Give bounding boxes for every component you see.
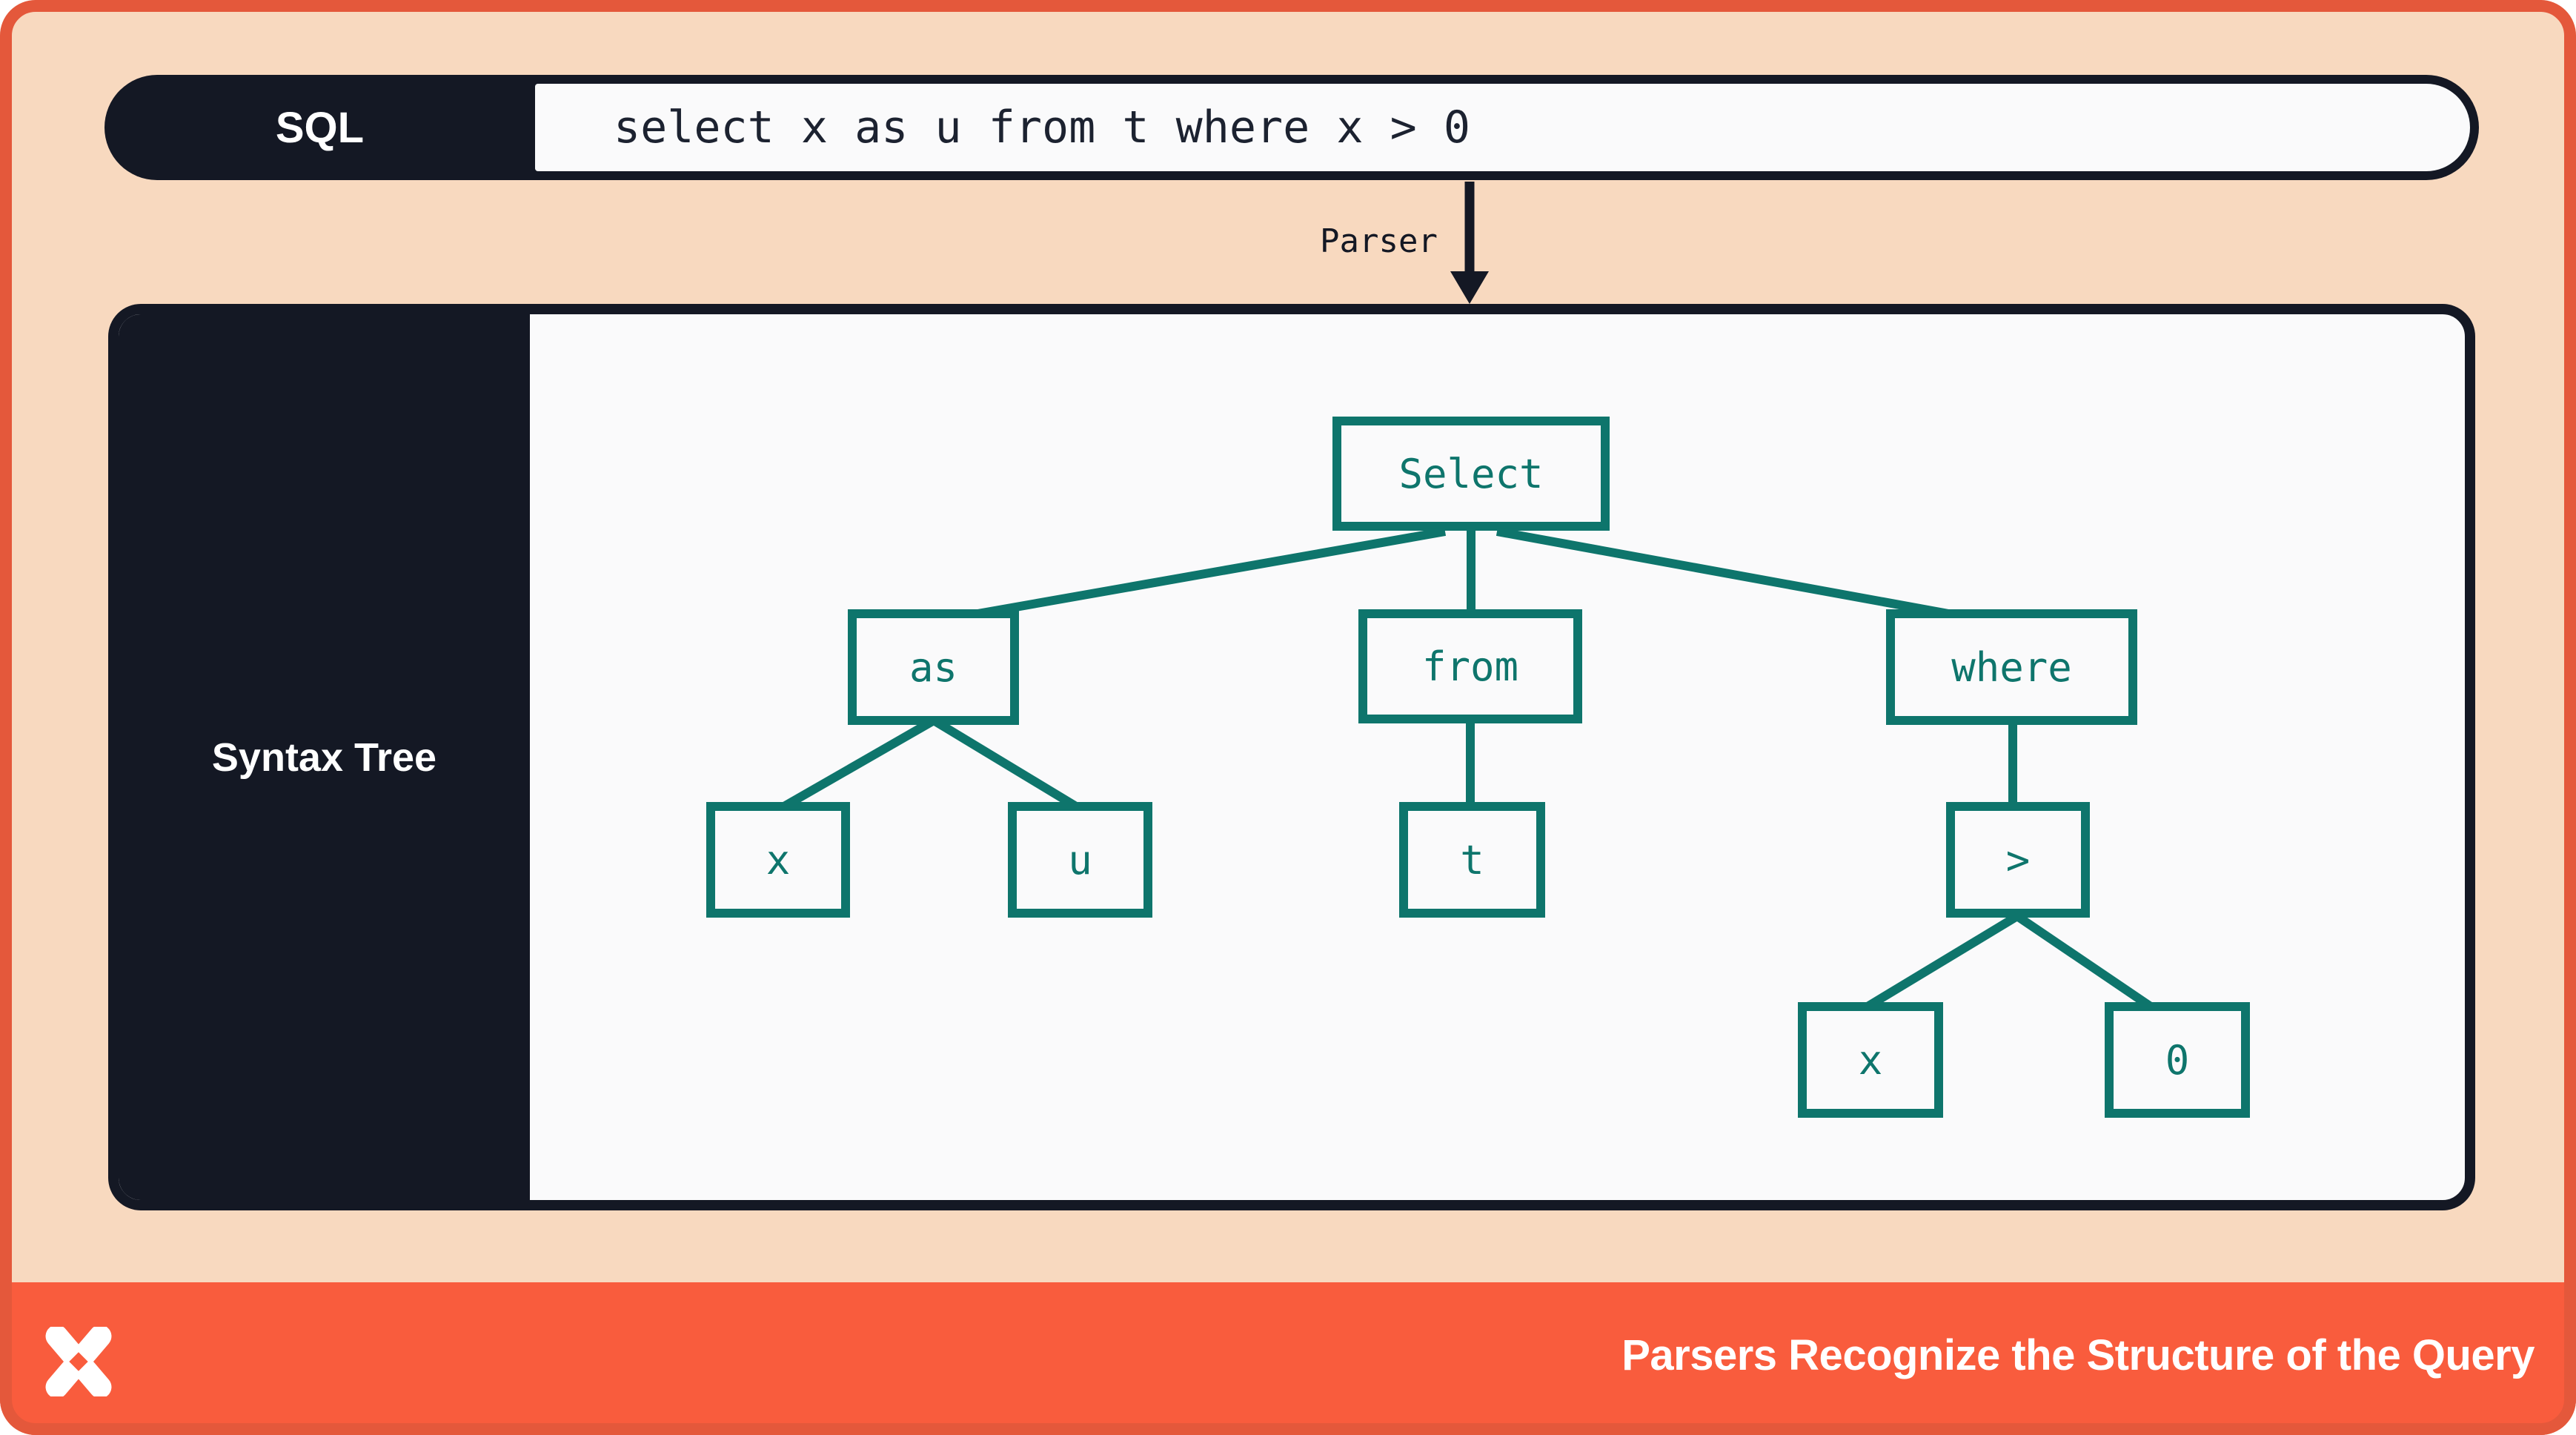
- tree-node-where: where: [1886, 609, 2137, 725]
- tree-node-from: from: [1358, 609, 1582, 723]
- tree-node-x-alias: x: [706, 802, 850, 918]
- syntax-tree-sidebar: Syntax Tree: [119, 314, 530, 1200]
- syntax-tree-label: Syntax Tree: [211, 735, 437, 780]
- parser-label: Parser: [1320, 222, 1438, 260]
- syntax-tree-panel: Syntax Tree: [108, 304, 2475, 1210]
- sql-bar: SQL select x as u from t where x > 0: [104, 75, 2479, 180]
- sql-bar-label: SQL: [275, 103, 365, 152]
- tree-node-select: Select: [1332, 417, 1610, 531]
- sql-bar-label-zone: SQL: [104, 75, 535, 180]
- tree-node-x-cond: x: [1798, 1002, 1943, 1118]
- tree-node-zero: 0: [2105, 1002, 2250, 1118]
- tree-node-u: u: [1008, 802, 1152, 918]
- footer-title: Parsers Recognize the Structure of the Q…: [1621, 1330, 2534, 1379]
- tree-node-as: as: [848, 609, 1019, 725]
- footer-bar: Parsers Recognize the Structure of the Q…: [0, 1282, 2576, 1435]
- sql-query-text: select x as u from t where x > 0: [614, 102, 1470, 153]
- tree-node-gt: >: [1946, 802, 2090, 918]
- x-star-logo-icon: [45, 1327, 112, 1396]
- sql-query-field: select x as u from t where x > 0: [535, 84, 2470, 171]
- parser-arrow: [1450, 182, 1489, 304]
- tree-node-t: t: [1399, 802, 1545, 918]
